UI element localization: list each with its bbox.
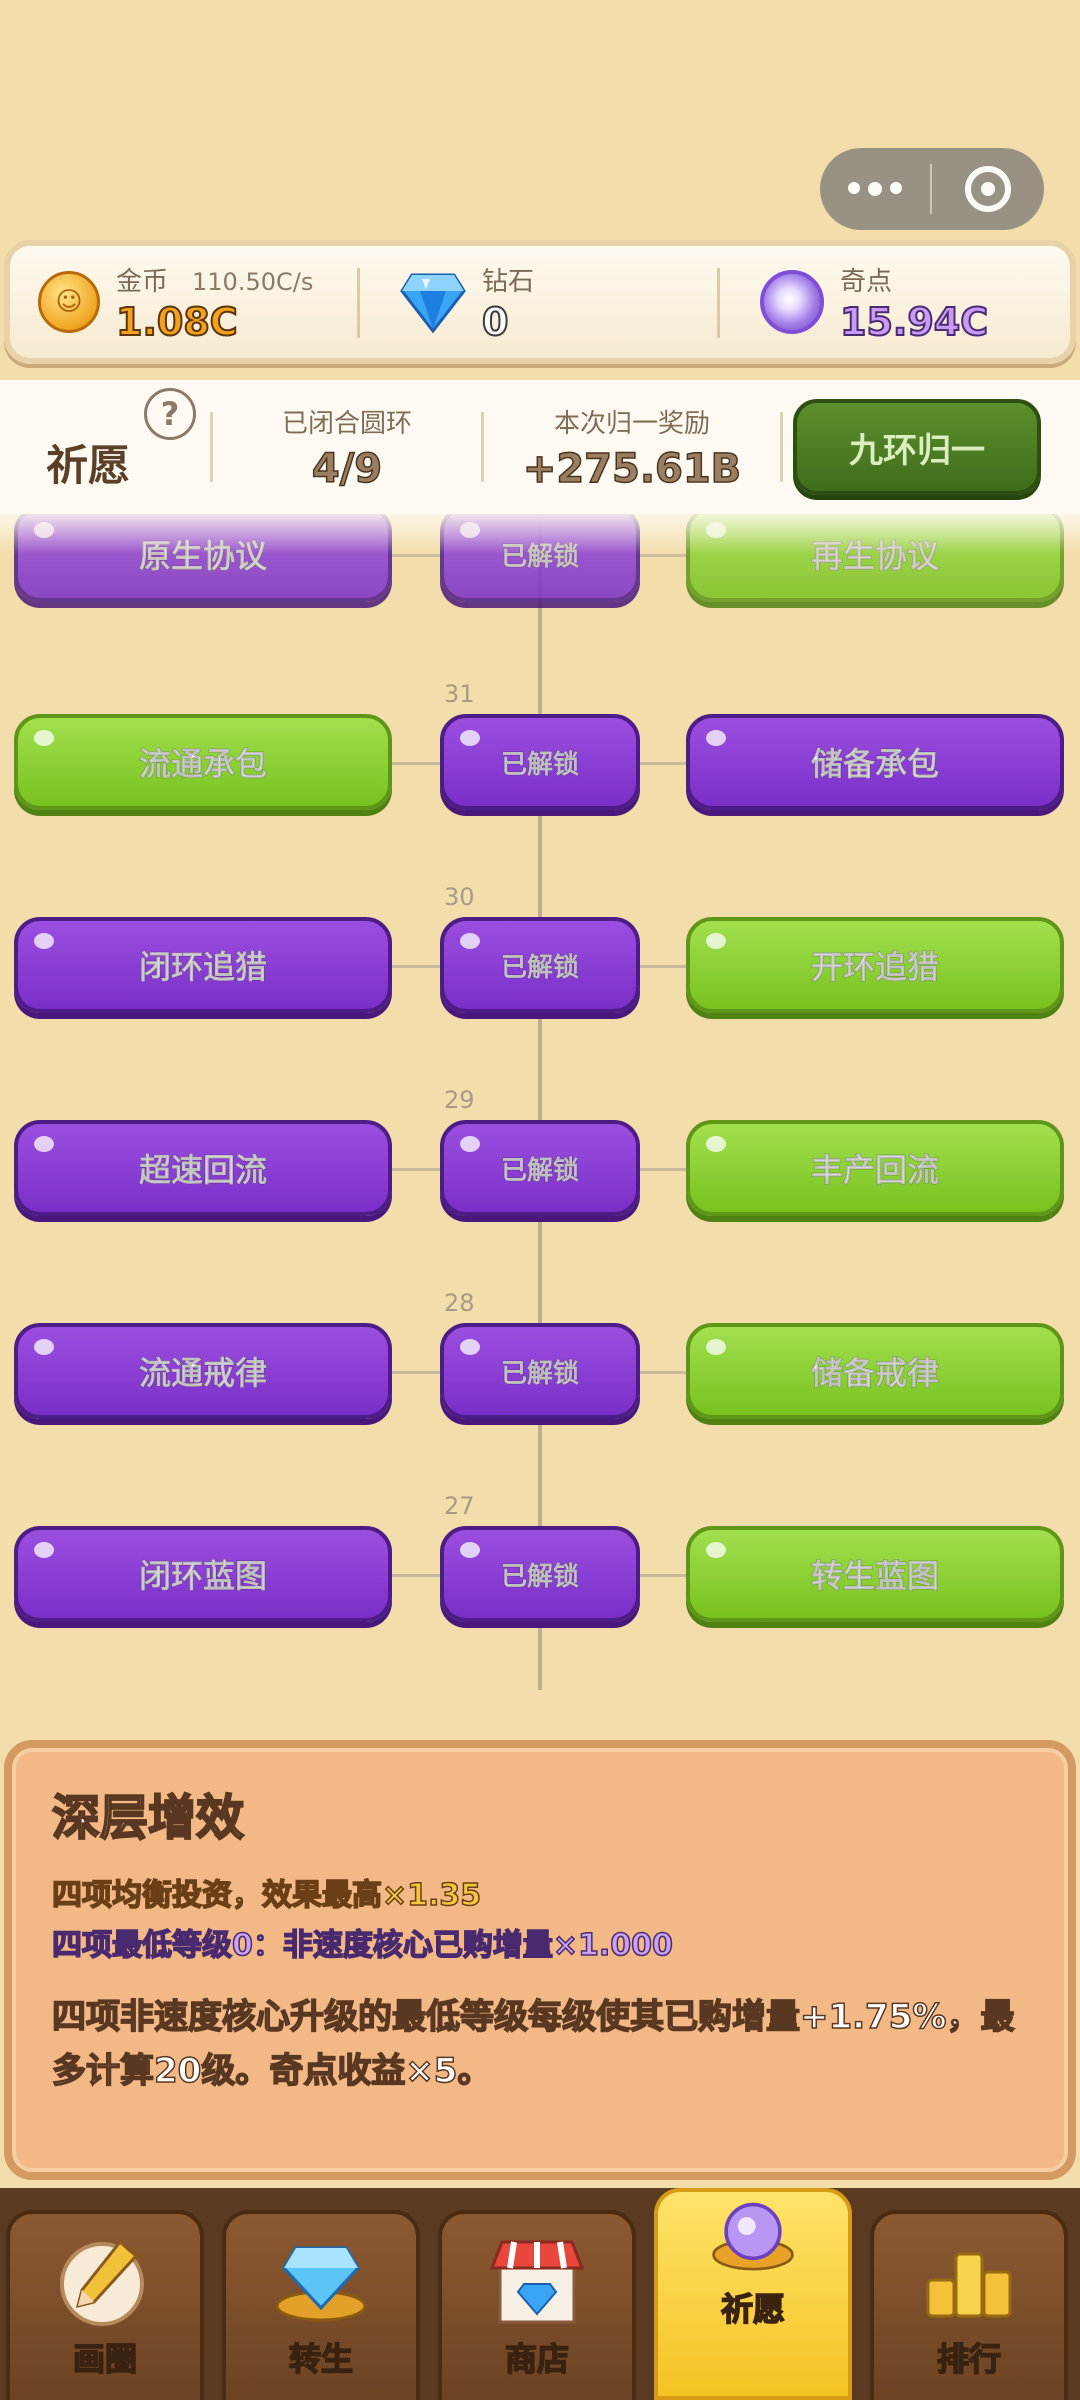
- tree-node-unlocked[interactable]: 已解锁: [440, 1323, 640, 1419]
- panel-title: 深层增效: [51, 1789, 245, 1847]
- tree-node-unlocked[interactable]: 已解锁: [440, 917, 640, 1013]
- tree-node-right[interactable]: 储备承包: [686, 714, 1064, 810]
- tree-row-number: 29: [444, 1086, 475, 1114]
- nav-item-rebirth[interactable]: 转生: [222, 2210, 420, 2400]
- miniprogram-capsule: [820, 148, 1044, 230]
- help-icon[interactable]: ?: [144, 388, 196, 440]
- nav-label-shop: 商店: [504, 2339, 570, 2379]
- tree-row-number: 27: [444, 1492, 475, 1520]
- nav-item-rank[interactable]: 排行: [870, 2210, 1068, 2400]
- coin-rate: 110.50C/s: [192, 267, 314, 296]
- tree-connector: [638, 965, 688, 968]
- reward-label: 本次归一奖励: [553, 408, 710, 439]
- coin-icon: ☺: [38, 271, 100, 333]
- bottom-nav: 画圈 转生 商店 祈愿 排行: [0, 2188, 1080, 2400]
- orb-icon: [712, 2202, 794, 2271]
- tree-row-number: 30: [444, 883, 475, 911]
- diamond-icon: [400, 273, 466, 333]
- wish-header: 祈愿 ? 已闭合圆环 4/9 本次归一奖励 +275.61B 九环归一: [0, 380, 1080, 514]
- singularity-value: 15.94C: [839, 299, 989, 345]
- tree-node-left[interactable]: 闭环追猎: [14, 917, 392, 1013]
- tree-row: 30 闭环追猎已解锁开环追猎: [0, 883, 1080, 1017]
- tree-node-left[interactable]: 流通承包: [14, 714, 392, 810]
- nav-item-draw[interactable]: 画圈: [6, 2210, 204, 2400]
- tree-connector: [638, 554, 688, 557]
- tree-node-right[interactable]: 储备戒律: [686, 1323, 1064, 1419]
- crystal-icon: [275, 2246, 367, 2322]
- nav-item-shop[interactable]: 商店: [438, 2210, 636, 2400]
- singularity-label: 奇点: [840, 266, 893, 297]
- tree-row-number: 28: [444, 1289, 475, 1317]
- tree-node-unlocked[interactable]: 已解锁: [440, 1120, 640, 1216]
- tree-row: 31 流通承包已解锁储备承包: [0, 680, 1080, 814]
- tree-node-unlocked[interactable]: 已解锁: [440, 1526, 640, 1622]
- tree-connector: [638, 1168, 688, 1171]
- nav-label-rebirth: 转生: [288, 2339, 354, 2379]
- close-miniprogram-icon[interactable]: [932, 166, 1044, 212]
- tree-connector: [390, 554, 442, 557]
- gem-label: 钻石: [482, 266, 535, 297]
- nine-rings-unify-button[interactable]: 九环归一: [793, 399, 1041, 495]
- panel-description: 四项非速度核心升级的最低等级每级使其已购增量+1.75%，最多计算20级。奇点收…: [51, 1996, 1015, 2092]
- tree-node-right[interactable]: 丰产回流: [686, 1120, 1064, 1216]
- capsule-divider: [930, 164, 932, 214]
- tree-row: 29 超速回流已解锁丰产回流: [0, 1086, 1080, 1220]
- tree-node-left[interactable]: 流通戒律: [14, 1323, 392, 1419]
- coin-label: 金币: [116, 266, 169, 297]
- nav-label-rank: 排行: [936, 2339, 1002, 2379]
- tree-row: 27 闭环蓝图已解锁转生蓝图: [0, 1492, 1080, 1626]
- closed-rings-stat: 已闭合圆环 4/9: [213, 403, 481, 493]
- tree-connector: [638, 762, 688, 765]
- closed-rings-value: 4/9: [311, 445, 383, 493]
- tree-node-right[interactable]: 转生蓝图: [686, 1526, 1064, 1622]
- tree-row: 28 流通戒律已解锁储备戒律: [0, 1289, 1080, 1423]
- coin-resource: ☺ 金币 110.50C/s 1.08C: [10, 246, 360, 358]
- resource-bar: ☺ 金币 110.50C/s 1.08C 钻石 0 奇点 15.94C: [4, 240, 1076, 364]
- tree-connector: [390, 1168, 442, 1171]
- panel-level-line: 四项最低等级0：非速度核心已购增量×1.000: [51, 1927, 673, 1964]
- tree-connector: [390, 1371, 442, 1374]
- reward-value: +275.61B: [522, 445, 742, 493]
- tree-connector: [390, 1574, 442, 1577]
- tree-connector: [638, 1371, 688, 1374]
- nav-label-wish: 祈愿: [720, 2289, 786, 2329]
- description-panel: 深层增效 四项均衡投资，效果最高×1.35 四项最低等级0：非速度核心已购增量×…: [4, 1740, 1076, 2180]
- panel-effect-line: 四项均衡投资，效果最高×1.35: [51, 1877, 482, 1914]
- tree-trunk: [538, 514, 542, 1690]
- pencil-icon: [60, 2239, 144, 2326]
- tree-node-unlocked[interactable]: 已解锁: [440, 714, 640, 810]
- tree-node-left[interactable]: 超速回流: [14, 1120, 392, 1216]
- singularity-resource: 奇点 15.94C: [720, 246, 1070, 358]
- tree-connector: [638, 1574, 688, 1577]
- gem-value: 0: [481, 299, 509, 345]
- coin-value: 1.08C: [115, 299, 239, 345]
- gem-resource: 钻石 0: [360, 246, 720, 358]
- tree-row-number: 31: [444, 680, 475, 708]
- nav-label-draw: 画圈: [72, 2339, 138, 2379]
- singularity-orb-icon: [760, 270, 824, 334]
- tree-node-left[interactable]: 闭环蓝图: [14, 1526, 392, 1622]
- tree-connector: [390, 762, 442, 765]
- shop-icon: [489, 2240, 585, 2324]
- tree-connector: [390, 965, 442, 968]
- nav-item-wish[interactable]: 祈愿: [654, 2188, 852, 2400]
- wish-title: 祈愿: [46, 440, 131, 490]
- closed-rings-label: 已闭合圆环: [281, 408, 412, 439]
- tree-node-right[interactable]: 开环追猎: [686, 917, 1064, 1013]
- podium-icon: [926, 2252, 1012, 2318]
- reward-stat: 本次归一奖励 +275.61B: [484, 403, 780, 493]
- more-menu-icon[interactable]: [820, 182, 930, 196]
